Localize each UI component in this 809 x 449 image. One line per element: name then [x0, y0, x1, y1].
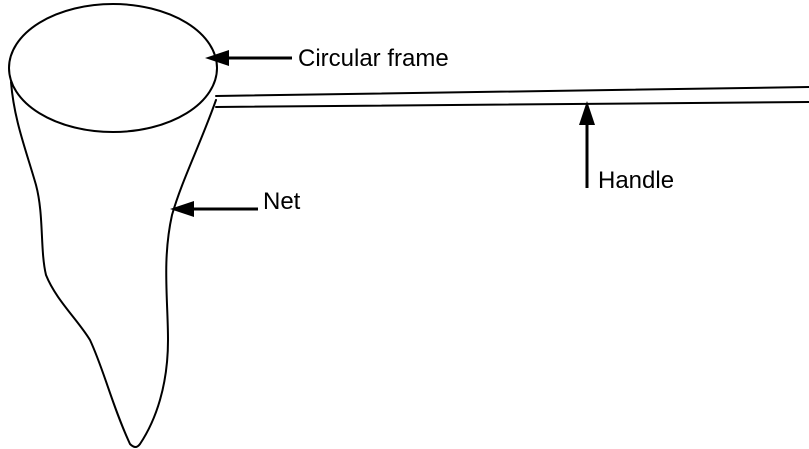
- net-label: Net: [263, 188, 301, 215]
- handle-bottom-edge: [215, 101, 809, 108]
- net-outline: [10, 81, 217, 448]
- net-pointer: [170, 201, 258, 217]
- handle-pointer: [579, 101, 595, 188]
- handle-top-edge: [215, 86, 809, 97]
- circular-frame-pointer: [205, 50, 292, 66]
- circular-frame-label: Circular frame: [298, 45, 449, 72]
- handle-label: Handle: [598, 167, 674, 194]
- circular-frame-ellipse: [8, 3, 218, 133]
